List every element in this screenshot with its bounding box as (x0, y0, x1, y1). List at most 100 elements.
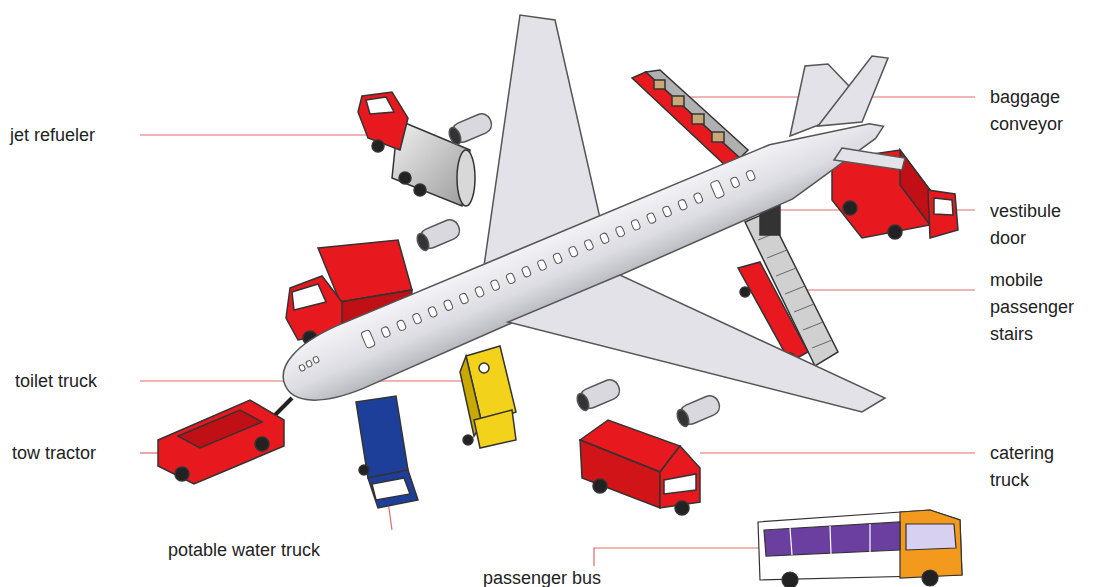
leader-line (140, 134, 382, 135)
part-label: tow tractor (12, 440, 232, 467)
wheel (922, 570, 938, 586)
wing (508, 275, 885, 412)
engine (447, 111, 494, 146)
wheel (843, 201, 857, 215)
tractor-body (158, 400, 284, 484)
window (631, 219, 641, 231)
leader-line (594, 548, 760, 566)
window (412, 313, 422, 325)
step (767, 250, 787, 258)
door (361, 329, 376, 348)
bag (654, 80, 665, 89)
bus-front (900, 510, 962, 578)
bag (692, 114, 704, 124)
window (521, 266, 531, 278)
window-frame (869, 524, 870, 552)
potable-water-truck (356, 396, 418, 508)
window (677, 199, 687, 211)
window-frame (790, 528, 792, 555)
baggage-conveyor (632, 70, 748, 175)
truck-cab (358, 92, 408, 150)
leader-line (700, 452, 975, 453)
part-label: toilet truck (15, 368, 235, 395)
cab-window (664, 474, 696, 494)
hose-reel (479, 363, 489, 373)
wheel (359, 465, 369, 475)
engine-intake (447, 126, 463, 146)
leader-line (140, 452, 160, 453)
bag (672, 96, 684, 106)
window (459, 293, 469, 305)
wheel (888, 225, 902, 239)
step (785, 286, 805, 294)
wheel (675, 501, 689, 515)
wheel (175, 467, 189, 481)
window (552, 252, 562, 264)
part-label: vestibule door (990, 198, 1090, 252)
airplane (272, 15, 905, 428)
passenger-bus (758, 510, 962, 587)
stabilizer (818, 56, 888, 126)
cockpit-window (306, 360, 313, 367)
window (568, 246, 578, 258)
tow-tractor (158, 398, 292, 484)
wheel (782, 572, 798, 587)
step (803, 322, 823, 330)
window (490, 279, 500, 291)
fuselage-group (272, 97, 898, 416)
window (584, 239, 594, 251)
window (396, 319, 406, 331)
wheel (372, 140, 384, 152)
window (615, 226, 625, 238)
door (710, 180, 725, 199)
window (693, 192, 703, 204)
toilet-truck (460, 346, 516, 448)
window (745, 170, 755, 182)
tractor-top (178, 410, 262, 448)
truck-body (356, 396, 408, 478)
truck-cab (660, 446, 700, 508)
wheel (593, 479, 607, 493)
window (381, 326, 391, 338)
bus-body (758, 510, 962, 580)
conveyor-frame (632, 72, 740, 166)
cab-window (934, 198, 953, 215)
window (537, 259, 547, 271)
engine-intake (415, 232, 431, 252)
engine-intake (575, 392, 591, 412)
conveyor-belt (646, 70, 748, 158)
part-label: jet refueler (10, 122, 230, 149)
wheel (255, 437, 269, 451)
leader-line (790, 289, 975, 290)
stabilizer (834, 148, 905, 170)
truck-body (580, 440, 660, 508)
cab-window (372, 478, 410, 500)
bag (712, 132, 724, 142)
bus-windshield (906, 524, 956, 550)
wheel (740, 287, 750, 297)
catering-truck (580, 420, 700, 515)
window (730, 176, 740, 188)
truck-cab (368, 470, 418, 508)
engine (675, 393, 722, 428)
part-label: mobile passenger stairs (990, 267, 1090, 348)
fuselage (272, 97, 898, 416)
bus-windows (764, 522, 900, 556)
cockpit-window (299, 364, 306, 371)
cockpit-window (313, 356, 320, 363)
part-label: baggage conveyor (990, 84, 1090, 138)
truck-cab (928, 190, 958, 238)
part-label: potable water truck (168, 537, 428, 564)
window (474, 286, 484, 298)
wheel (399, 172, 411, 184)
wheel (414, 184, 426, 196)
window-frame (830, 526, 831, 554)
tank-end (457, 150, 475, 206)
engine (415, 217, 462, 252)
window (662, 205, 672, 217)
part-label: catering truck (990, 440, 1090, 494)
step (794, 304, 814, 312)
window (443, 299, 453, 311)
